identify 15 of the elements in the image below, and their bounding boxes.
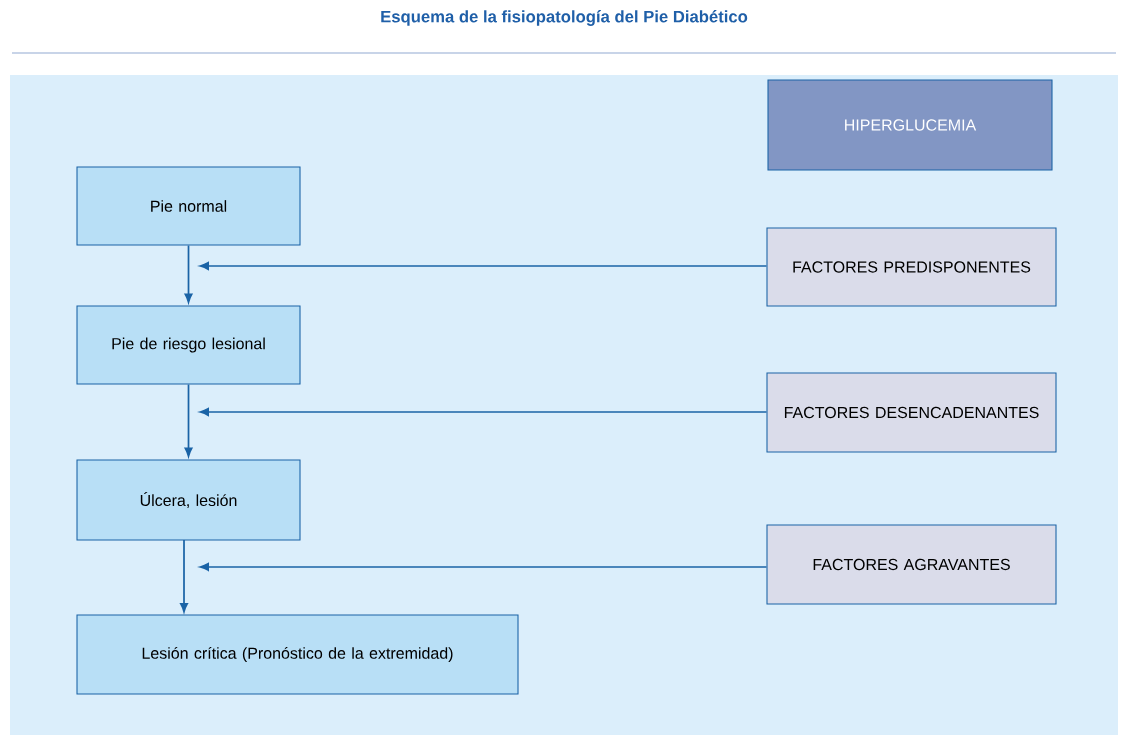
stage-box: Pie de riesgo lesional <box>76 305 301 385</box>
arrow <box>199 563 768 571</box>
stage-box: Lesión crítica (Pronóstico de la extremidad) <box>76 614 519 695</box>
arrow <box>184 244 193 303</box>
arrow <box>184 383 193 457</box>
factor-box: FACTORES AGRAVANTES <box>766 524 1057 605</box>
cause-box: HIPERGLUCEMIA <box>767 79 1053 171</box>
stage-box: Pie normal <box>76 166 301 246</box>
factor-box: FACTORES DESENCADENANTES <box>766 372 1057 453</box>
title: Esquema de la fisiopatología del Pie Diabético <box>381 10 748 26</box>
factor-box: FACTORES PREDISPONENTES <box>766 227 1057 307</box>
arrow <box>199 262 768 270</box>
arrow <box>199 408 768 416</box>
arrow <box>180 539 188 613</box>
stage-box: Úlcera, lesión <box>76 459 301 541</box>
